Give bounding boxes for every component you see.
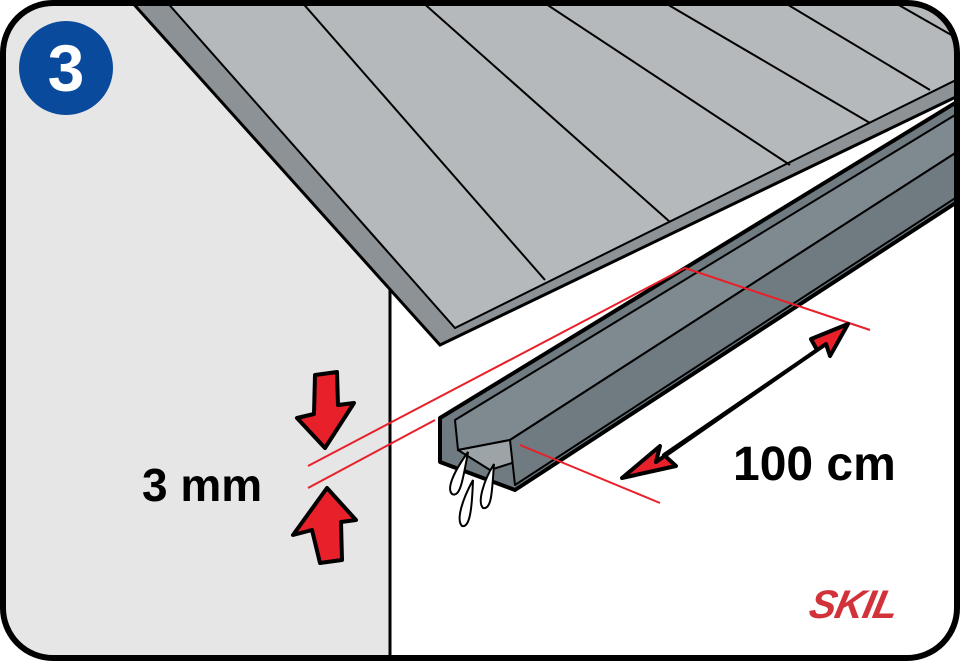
arrow-up-icon: [291, 486, 358, 565]
arrow-down-icon: [295, 370, 356, 450]
double-arrow-icon: [620, 322, 850, 480]
gap-label: 3 mm: [142, 459, 263, 511]
step-number-badge: 3: [19, 21, 113, 115]
measurement-lines: [307, 267, 871, 504]
water-drops-icon: [449, 451, 495, 528]
gutter-channel: [438, 98, 957, 492]
roof: [126, 3, 957, 347]
length-label: 100 cm: [733, 438, 896, 491]
brand-logo: SKIL: [805, 583, 902, 627]
wall-gable: [3, 3, 390, 658]
